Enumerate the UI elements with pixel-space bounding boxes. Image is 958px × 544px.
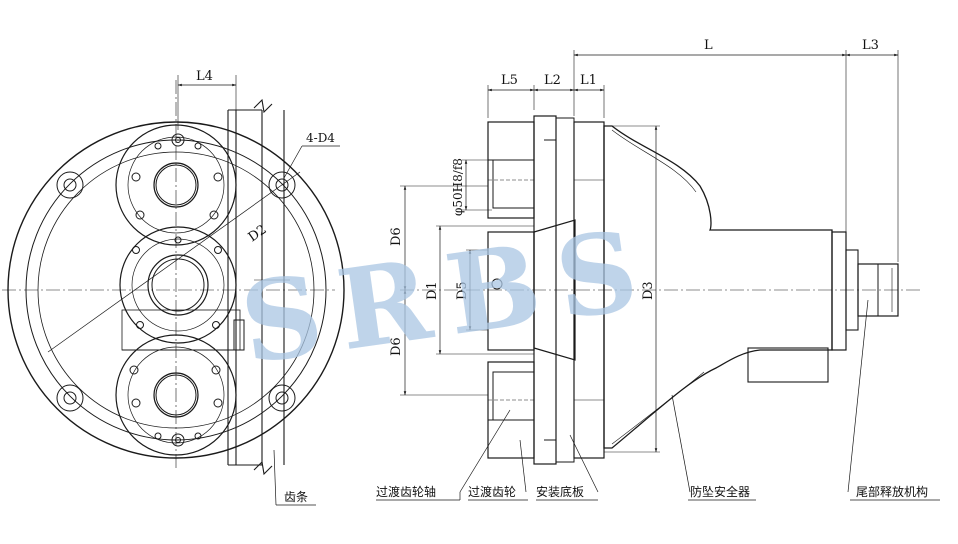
callout-rack: 齿条	[284, 490, 308, 504]
upper-gear	[115, 124, 237, 246]
dim-L1: L1	[580, 73, 597, 88]
tail-release	[831, 231, 847, 351]
dim-D1: D1	[425, 281, 440, 300]
watermark: SRBS	[234, 203, 663, 389]
rack	[227, 98, 290, 476]
dim-D6-upper: D6	[389, 227, 404, 246]
side-view-labels: L5 L2 L1 L L3 D6 D6 D1 D5 φ50H8/f8 D3 过渡…	[376, 38, 928, 499]
dim-L4: L4	[196, 69, 213, 84]
dim-L5: L5	[501, 73, 518, 88]
dim-D6-lower: D6	[389, 337, 404, 356]
front-view	[2, 75, 345, 506]
dim-L3: L3	[862, 38, 879, 53]
dim-shaft-fit: φ50H8/f8	[451, 158, 465, 216]
callout-transition-gear-shaft: 过渡齿轮轴	[376, 484, 436, 499]
callout-tail-release: 尾部释放机构	[856, 484, 928, 499]
corner-bolt-holes	[56, 171, 296, 412]
outer-flange	[7, 121, 345, 459]
side-view	[376, 50, 940, 501]
dim-D5: D5	[455, 281, 470, 300]
lower-gear-shaft	[487, 361, 535, 459]
callout-mounting-plate: 安装底板	[536, 484, 584, 499]
dim-D2: D2	[246, 222, 270, 245]
upper-gear-shaft	[487, 121, 535, 219]
callout-anti-fall-device: 防坠安全器	[690, 484, 750, 499]
dim-L: L	[704, 38, 713, 53]
middle-gear	[119, 226, 237, 344]
dim-4-D4: 4-D4	[306, 131, 335, 145]
dim-D3: D3	[641, 281, 656, 300]
dim-L2: L2	[544, 73, 561, 88]
callout-transition-gear: 过渡齿轮	[468, 484, 516, 499]
